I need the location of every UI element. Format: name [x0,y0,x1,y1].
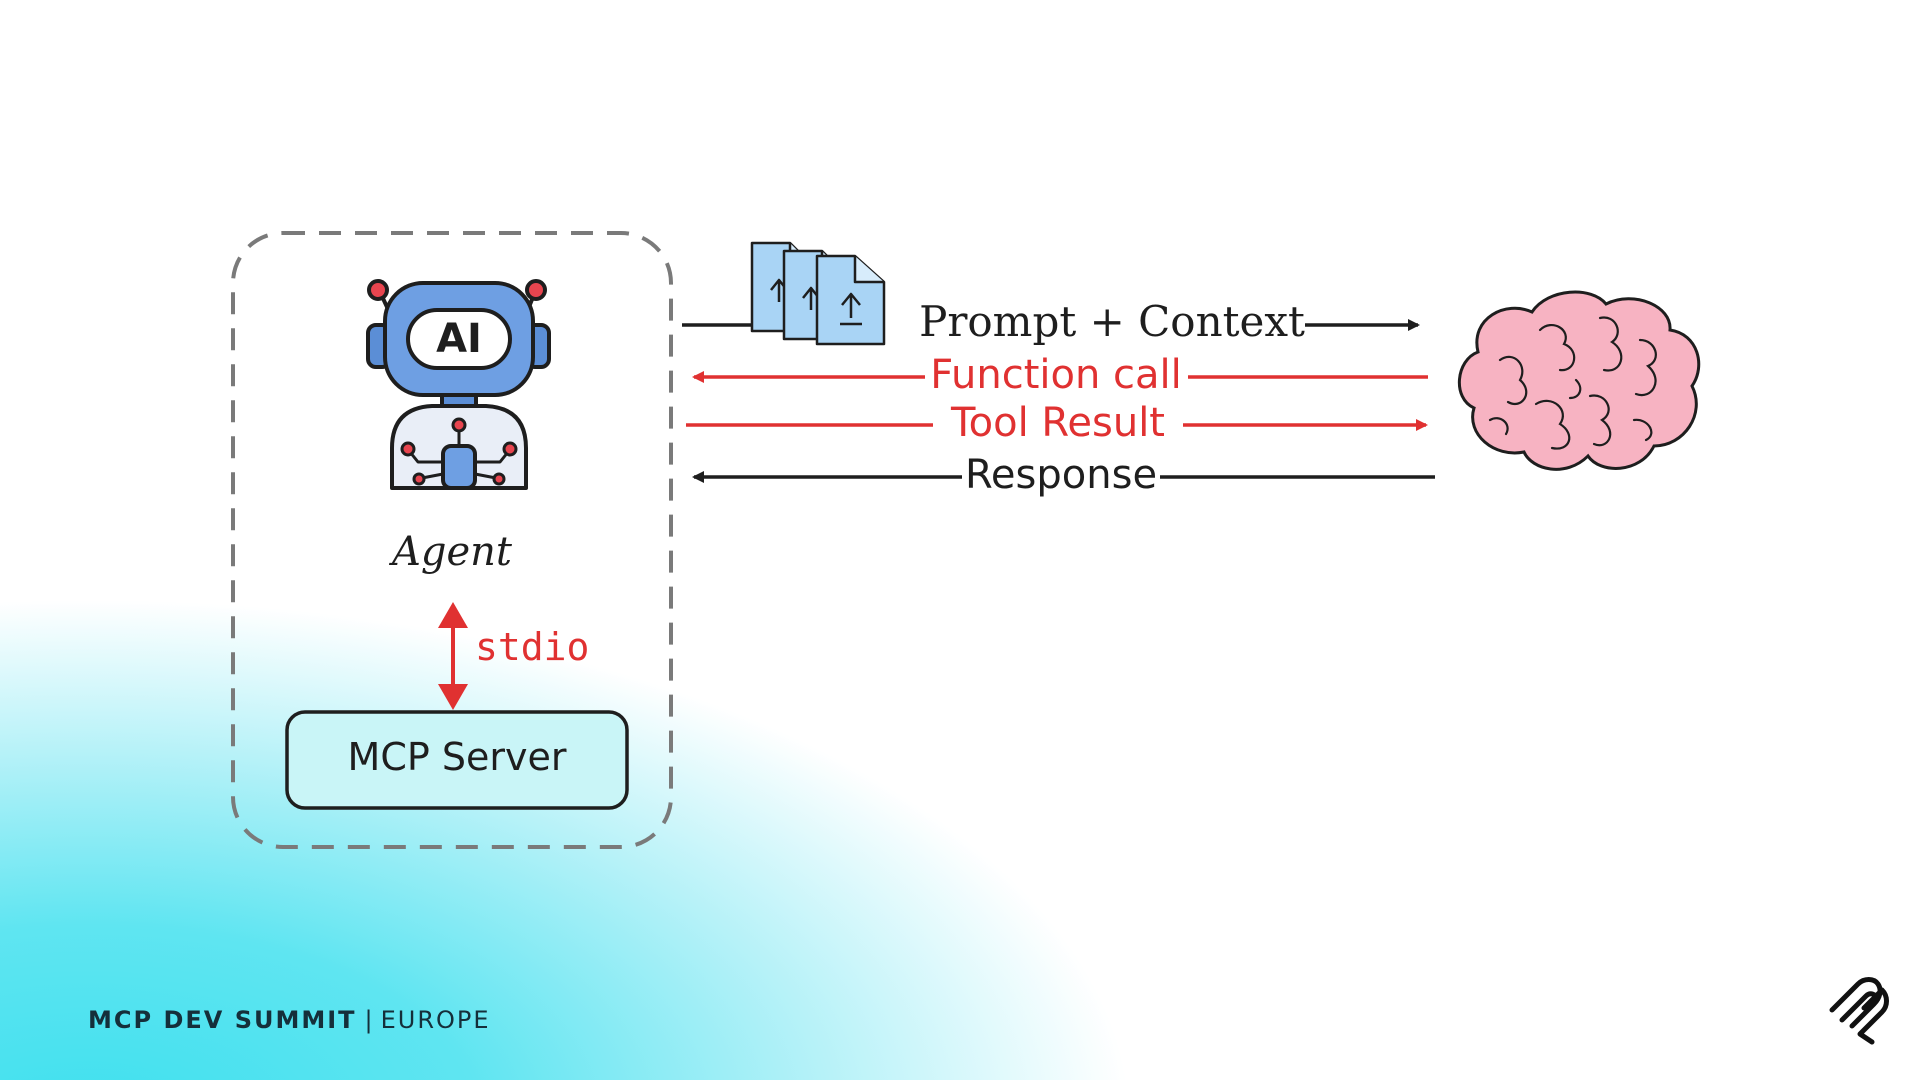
stdio-arrow [438,602,468,710]
stdio-label: stdio [475,625,589,669]
tool-result-label: Tool Result [950,400,1165,446]
mcp-server-box [285,710,629,810]
agent-label: Agent [388,529,513,575]
footer-event-name: MCP DEV SUMMIT [88,1006,357,1034]
prompt-label: Prompt + Context [919,297,1305,346]
document-stack-icon [750,241,886,346]
footer-separator: | [364,1006,375,1034]
footer-event-region: EUROPE [380,1006,491,1034]
brand-logo-icon [1829,977,1889,1045]
footer-event-title: MCP DEV SUMMIT|EUROPE [88,1006,491,1034]
function-call-label: Function call [930,352,1182,398]
robot-icon [366,279,551,490]
response-label: Response [965,452,1157,498]
mcp-server-label: MCP Server [348,735,567,779]
robot-badge: AI [436,316,482,362]
brain-icon [1458,290,1701,471]
